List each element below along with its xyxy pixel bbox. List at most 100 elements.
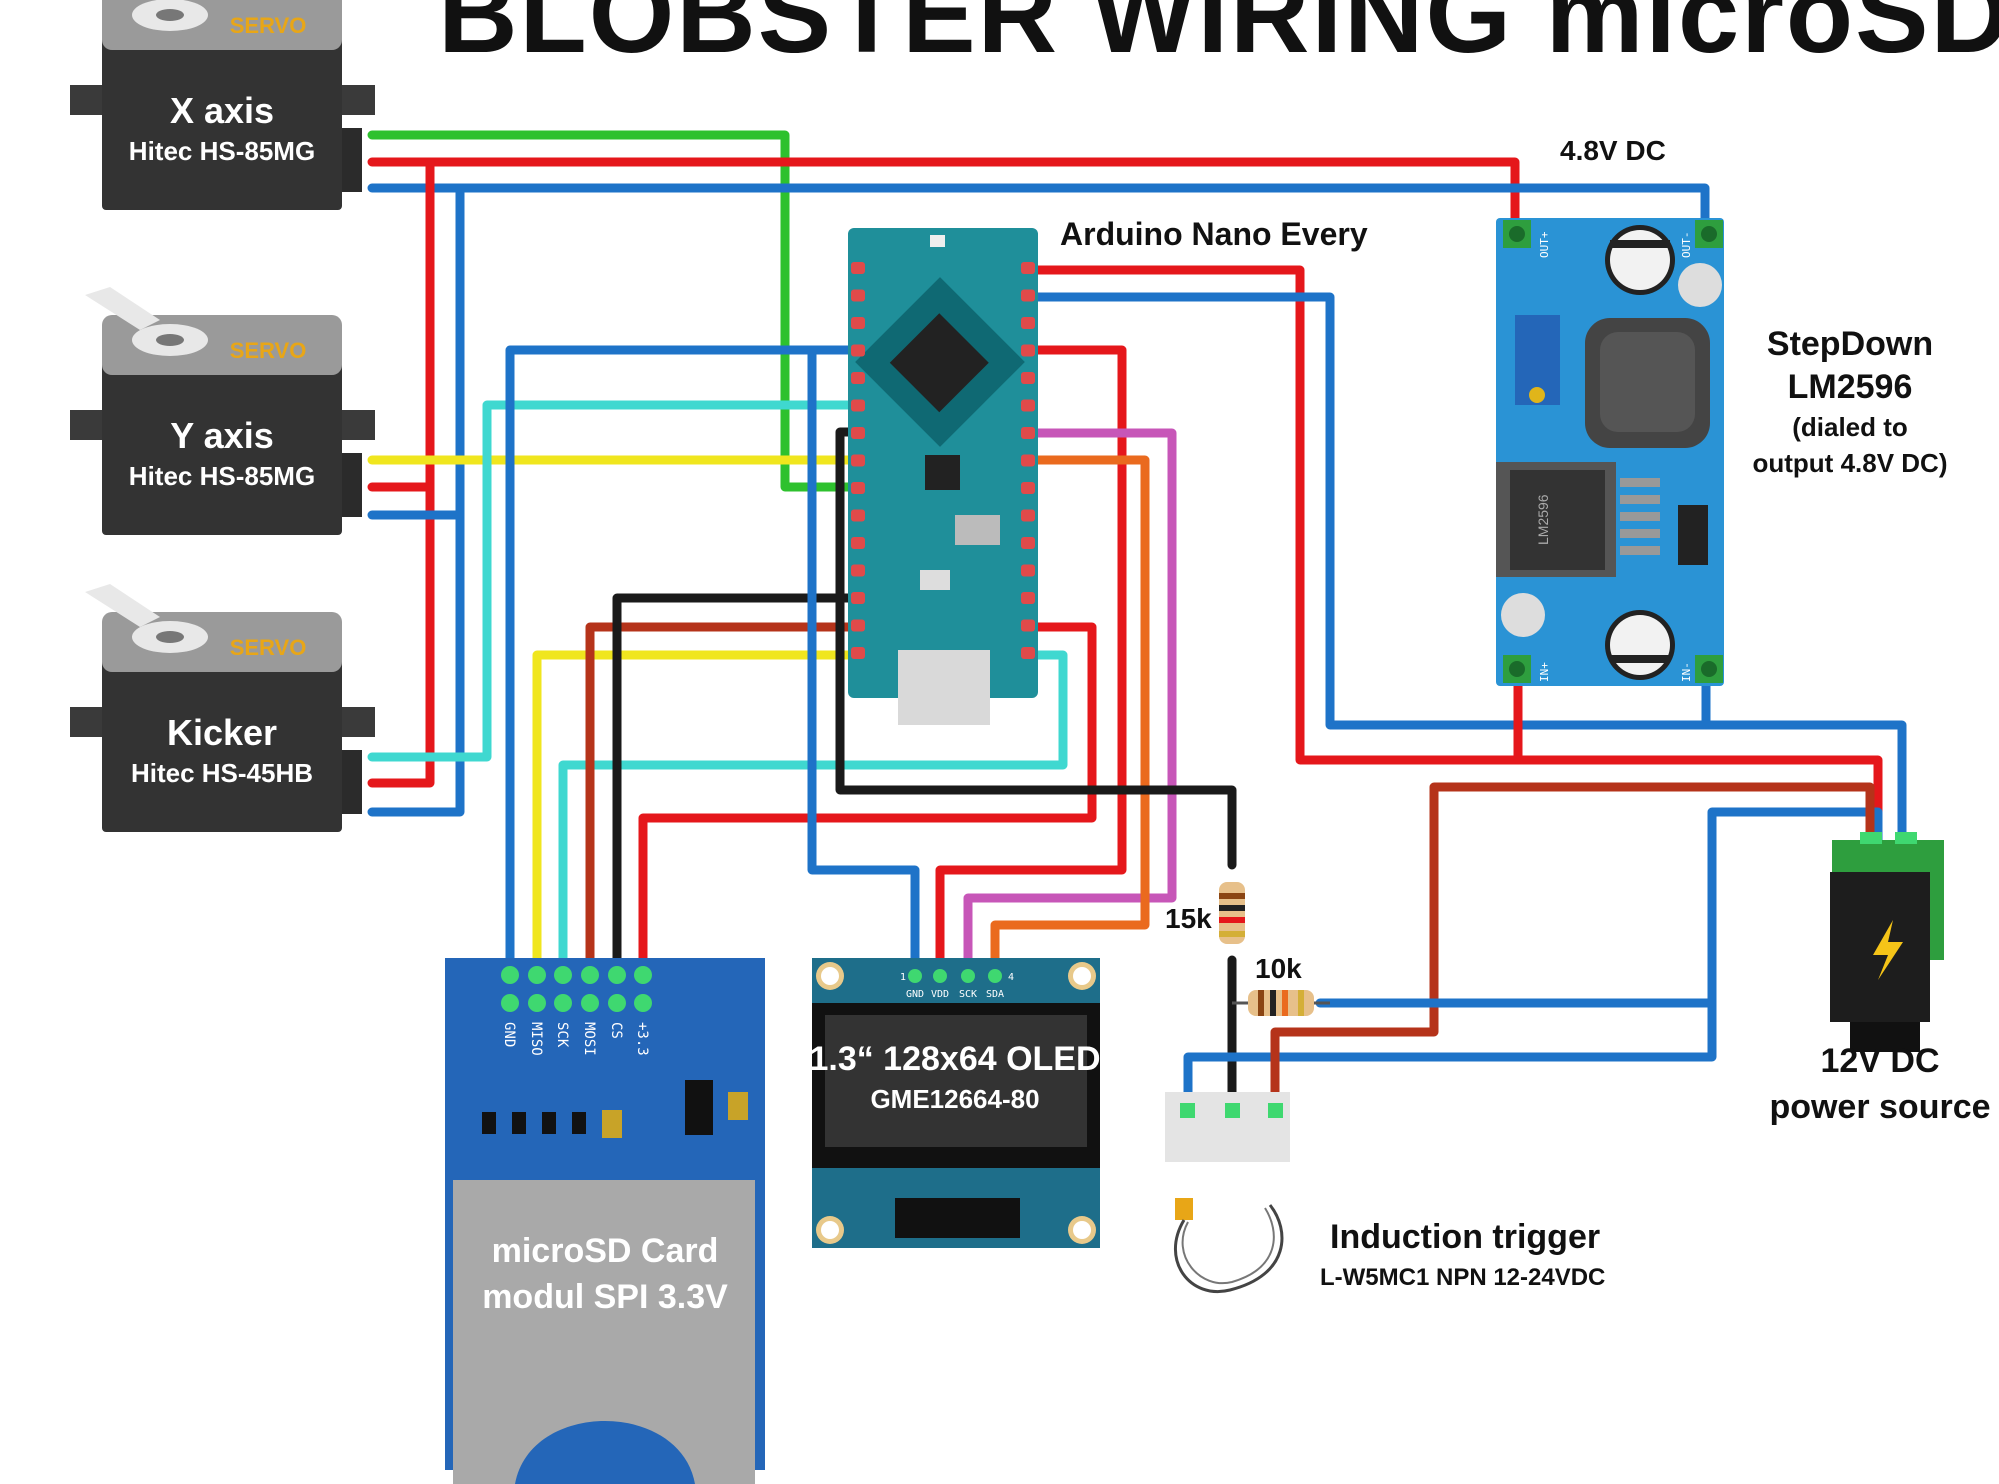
wire-x-power [367, 157, 1520, 235]
stepdown-label-4: output 4.8V DC) [1753, 448, 1948, 478]
resistor-15k-label: 15k [1165, 903, 1212, 934]
oled-pin-pad [961, 969, 975, 983]
wire-servo-ground-bus [367, 183, 465, 817]
sd-pin-pad [528, 994, 546, 1012]
servo-y-model: Hitec HS-85MG [129, 461, 315, 491]
arduino-pin-right [1021, 344, 1035, 357]
arduino-pin-right [1021, 454, 1035, 467]
stepdown-label-2: LM2596 [1788, 368, 1913, 406]
arduino-pin-left [851, 509, 865, 522]
sd-smd-parts [482, 1080, 748, 1138]
resistor-10k [1232, 990, 1330, 1016]
arduino-pins [851, 262, 1035, 659]
wire-sd-sck [558, 650, 1068, 975]
wire-sensor-signal [835, 427, 1237, 870]
wire-oled-gnd [807, 345, 920, 975]
servo-x: SERVO X axis Hitec HS-85MG [70, 0, 375, 210]
sd-pin-pad [501, 966, 519, 984]
sd-pin-label: MISO [528, 1022, 544, 1056]
sd-pins: GND MISO SCK MOSI CS +3.3 [501, 966, 652, 1056]
arduino-pin-right [1021, 289, 1035, 302]
wire-sd-mosi [585, 622, 860, 975]
arduino-pin-right [1021, 427, 1035, 439]
sd-pin-pad [554, 994, 572, 1012]
arduino-pin-right [1021, 262, 1035, 274]
sd-pin-label: GND [501, 1022, 517, 1047]
sd-pin-label: CS [608, 1022, 624, 1039]
sd-pin-pad [634, 966, 652, 984]
oled-pins: GND VDD SCK SDA [906, 969, 1004, 1000]
sd-pin-pad [581, 994, 599, 1012]
pin-in-plus: IN+ [1538, 662, 1551, 682]
sd-pin-pad [501, 994, 519, 1012]
wire-sd-3v3 [638, 622, 1097, 975]
arduino-pin-left [851, 647, 865, 659]
wire-sd-gnd [505, 345, 853, 975]
page-title: BLOBSTER WIRING microSD [438, 0, 1999, 76]
servo-x-model: Hitec HS-85MG [129, 136, 315, 166]
stepdown-label-1: StepDown [1767, 325, 1933, 363]
arduino-pin-left [851, 372, 865, 384]
arduino-pin-left [851, 482, 865, 494]
wire-arduino-vin [1030, 265, 1883, 845]
sd-pin-pad [608, 994, 626, 1012]
sd-pin-pad [554, 966, 572, 984]
arduino-pin-right [1021, 537, 1035, 549]
oled-pin-label: VDD [931, 989, 949, 1000]
oled-pin-pad [908, 969, 922, 983]
arduino-pin-left [851, 344, 865, 357]
arduino-pin-right [1021, 564, 1035, 577]
servo-brand: SERVO [230, 13, 307, 38]
arduino-pin-right [1021, 482, 1035, 494]
resistor-15k [1219, 882, 1245, 944]
power-label-2: power source [1769, 1088, 1990, 1126]
arduino-pin-right [1021, 592, 1035, 604]
oled-label-1: 1.3“ 128x64 OLED [809, 1040, 1100, 1078]
wire-sensor-ground [1183, 807, 1883, 1115]
sd-pin-label: SCK [554, 1022, 570, 1048]
wire-kicker-signal [367, 400, 853, 762]
servo-kicker: SERVO Kicker Hitec HS-45HB [70, 584, 375, 832]
wire-oled-sck [963, 428, 1177, 975]
oled-pin-label: GND [906, 989, 924, 1000]
servo-x-name: X axis [170, 90, 274, 131]
arduino-pin-right [1021, 399, 1035, 412]
wire-oled-vdd [935, 345, 1127, 975]
arduino-pin-right [1021, 317, 1035, 329]
wire-sd-cs [612, 593, 860, 975]
wire-x-ground [367, 183, 1710, 235]
arduino-pin-right [1021, 647, 1035, 659]
resistor-10k-label: 10k [1255, 953, 1302, 984]
oled-pin-label: SCK [959, 989, 977, 1000]
oled-pin-pad [933, 969, 947, 983]
wires [367, 130, 1907, 1115]
sd-pin-label: MOSI [581, 1022, 597, 1056]
sd-pin-pad [608, 966, 626, 984]
wire-arduino-gnd [1030, 292, 1907, 845]
oled-pin-number-4: 4 [1008, 972, 1014, 983]
stepdown-chip-label: LM2596 [1535, 494, 1551, 545]
wire-oled-sda [990, 455, 1150, 975]
induction-sensor [1173, 1198, 1284, 1293]
stepdown-fins [1620, 478, 1660, 555]
oled-pin-pad [988, 969, 1002, 983]
power-label-1: 12V DC [1820, 1042, 1939, 1080]
stepdown-label-3: (dialed to [1792, 412, 1908, 442]
sd-pin-label: +3.3 [634, 1022, 650, 1056]
arduino-pin-left [851, 537, 865, 549]
oled-pin-number-1: 1 [900, 972, 906, 983]
voltage-label: 4.8V DC [1560, 135, 1666, 166]
arduino-pin-left [851, 427, 865, 439]
arduino-pin-right [1021, 372, 1035, 384]
pin-in-minus: IN- [1680, 662, 1693, 682]
arduino-pin-right [1021, 619, 1035, 632]
arduino-pin-left [851, 289, 865, 302]
pin-out-plus: OUT+ [1538, 231, 1551, 258]
arduino-pin-left [851, 619, 865, 632]
servo-y: SERVO Y axis Hitec HS-85MG [70, 287, 375, 535]
sd-label-1: microSD Card [492, 1232, 719, 1270]
oled-pin-label: SDA [986, 989, 1004, 1000]
